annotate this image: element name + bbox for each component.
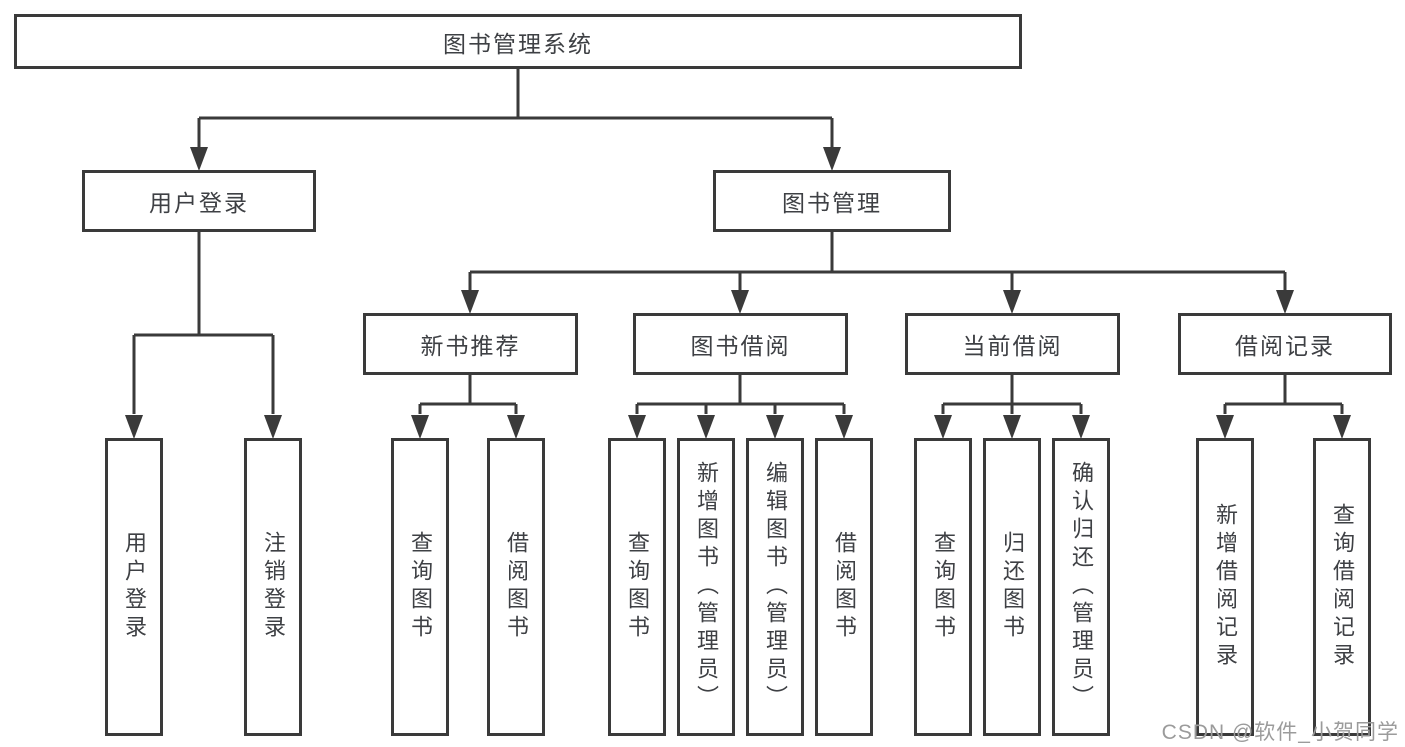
leaf-confirm-return-admin: 确认归还（管理员） (1052, 438, 1110, 736)
leaf-query-book-borrowing: 查询图书 (608, 438, 666, 736)
node-new-book-recommend: 新书推荐 (363, 313, 578, 375)
node-borrowing-records: 借阅记录 (1178, 313, 1392, 375)
node-book-borrowing: 图书借阅 (633, 313, 848, 375)
leaf-user-login: 用户登录 (105, 438, 163, 736)
leaf-borrow-book: 借阅图书 (815, 438, 873, 736)
connector-root-to-level2 (197, 69, 834, 148)
leaf-add-book-admin: 新增图书（管理员） (677, 438, 735, 736)
connector-bookmgmt-to-level3 (468, 232, 1287, 291)
csdn-watermark: CSDN @软件_小贺同学 (1161, 721, 1399, 744)
leaf-borrow-book-recommend: 借阅图书 (487, 438, 545, 736)
node-user-login: 用户登录 (82, 170, 316, 232)
connector-records-to-leaves (1223, 375, 1344, 414)
node-book-management: 图书管理 (713, 170, 951, 232)
leaf-edit-book-admin: 编辑图书（管理员） (746, 438, 804, 736)
leaf-query-borrow-record: 查询借阅记录 (1313, 438, 1371, 736)
leaf-return-book: 归还图书 (983, 438, 1041, 736)
leaf-query-book-recommend: 查询图书 (391, 438, 449, 736)
connector-newbook-to-leaves (418, 375, 518, 414)
leaf-query-book-current: 查询图书 (914, 438, 972, 736)
connector-current-to-leaves (941, 375, 1083, 414)
node-root-system: 图书管理系统 (14, 14, 1022, 69)
leaf-add-borrow-record: 新增借阅记录 (1196, 438, 1254, 736)
node-current-borrowing: 当前借阅 (905, 313, 1120, 375)
arrowheads (125, 147, 1351, 439)
connector-borrowing-to-leaves (635, 375, 846, 414)
connector-userlogin-to-leaves (132, 232, 275, 414)
leaf-logout: 注销登录 (244, 438, 302, 736)
